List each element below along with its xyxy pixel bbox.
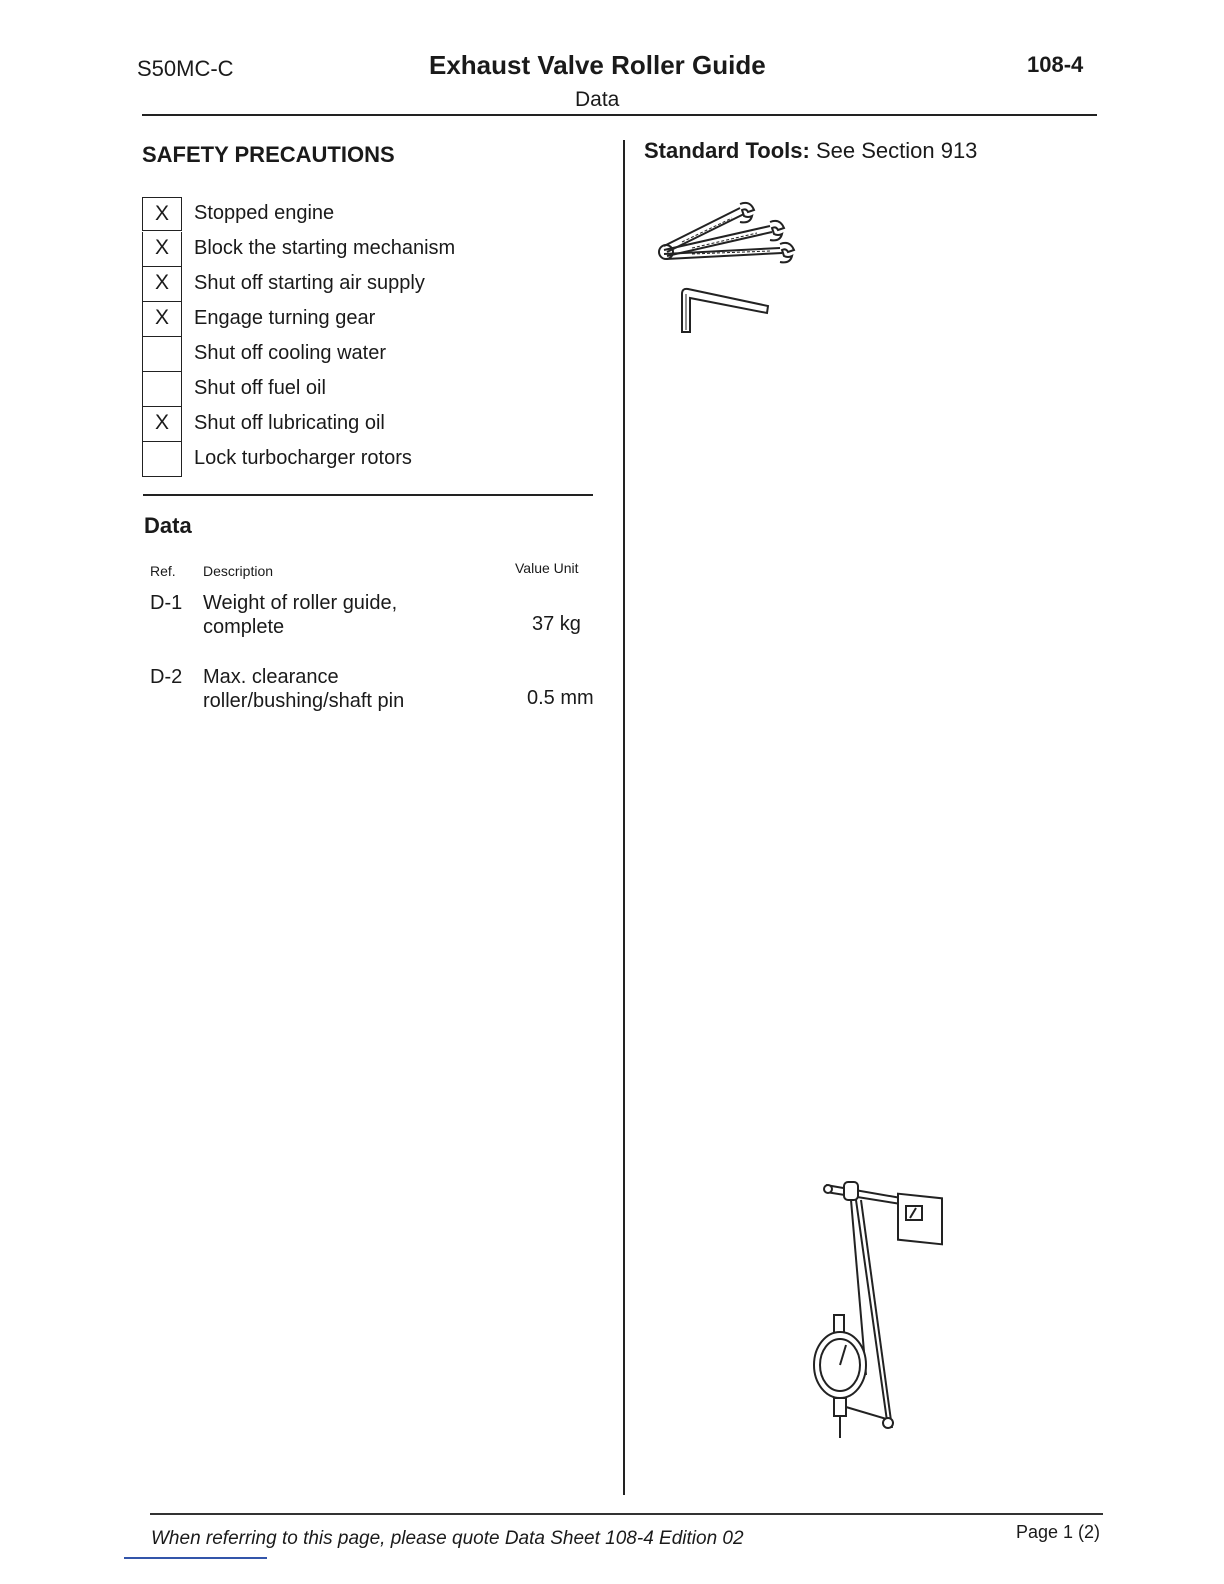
checklist-label: Shut off cooling water [194,342,386,364]
section-rule [143,494,593,496]
checklist-label: Block the starting mechanism [194,237,456,259]
checkbox [142,442,182,477]
checkbox: X [142,407,182,442]
checkbox: X [142,267,182,302]
checkbox: X [142,232,182,267]
footer-note: When referring to this page, please quot… [151,1528,744,1549]
footer-rule [150,1513,1103,1515]
standard-tools-label: Standard Tools: [644,138,810,163]
engine-model: S50MC-C [137,56,234,81]
standard-tools: Standard Tools: See Section 913 [644,138,977,164]
checkbox: X [142,302,182,337]
data-value: 37 kg [532,613,581,635]
safety-heading: SAFETY PRECAUTIONS [142,142,395,167]
data-description: Weight of roller guide, complete [203,591,397,639]
column-header-value-unit: Value Unit [515,560,579,576]
data-description-line: complete [203,616,285,638]
checkbox: X [142,197,182,231]
data-description-line: Weight of roller guide, [203,592,398,614]
scan-mark [124,1557,267,1559]
checkbox [142,372,182,407]
data-description-line: Max. clearance [203,666,339,688]
checklist-label: Shut off lubricating oil [194,412,385,434]
page-number: Page 1 (2) [1016,1522,1101,1542]
checkbox [142,337,182,372]
checklist-label: Lock turbocharger rotors [194,447,412,469]
data-ref: D-1 [150,592,183,614]
data-value: 0.5 mm [527,687,594,709]
dial-indicator-icon [813,1181,943,1438]
wrench-set-icon [658,201,796,264]
header-rule [142,114,1097,116]
standard-tools-text: See Section 913 [815,138,978,163]
data-description: Max. clearance roller/bushing/shaft pin [203,665,404,713]
column-header-ref: Ref. [150,563,176,579]
checklist-label: Shut off starting air supply [194,272,425,294]
checklist-label: Shut off fuel oil [194,377,326,399]
page-subtitle: Data [575,88,620,111]
column-header-description: Description [203,563,274,579]
hex-key-icon [681,287,770,333]
page-title: Exhaust Valve Roller Guide [429,50,766,80]
data-description-line: roller/bushing/shaft pin [203,690,405,712]
doc-number: 108-4 [1027,52,1084,77]
checklist-label: Engage turning gear [194,307,376,329]
data-heading: Data [144,513,192,538]
checklist-label: Stopped engine [194,202,335,224]
data-ref: D-2 [150,666,183,688]
column-divider [623,140,625,1495]
